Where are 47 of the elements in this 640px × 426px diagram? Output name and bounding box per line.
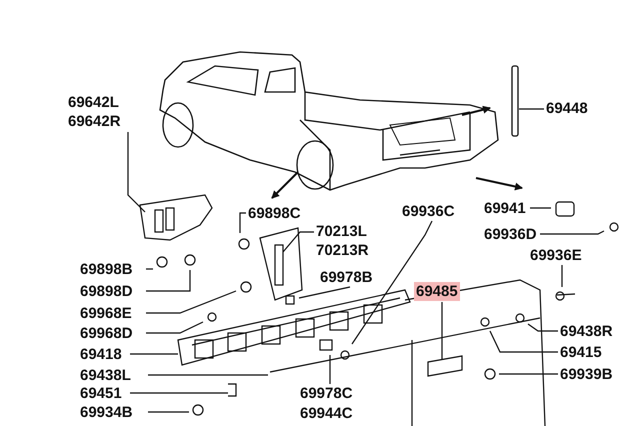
- leader-line: [352, 220, 433, 344]
- part-number: 69978C: [300, 384, 353, 403]
- part-number: 69939B: [560, 365, 613, 384]
- leader-line: [282, 231, 314, 252]
- part-number: 69936C: [402, 202, 455, 221]
- part-number: 69448: [546, 99, 588, 118]
- leader-line: [329, 355, 331, 384]
- leader-line: [130, 353, 178, 355]
- part-number: 69418: [80, 345, 122, 364]
- part-number: 69944C: [300, 404, 353, 423]
- leader-line: [561, 265, 563, 287]
- leader-line: [530, 207, 551, 209]
- part-number: 69941: [484, 199, 526, 218]
- part-number: 69642L: [68, 93, 120, 112]
- leader-line: [146, 290, 236, 314]
- leader-line: [146, 270, 191, 292]
- part-number: 69485: [414, 282, 460, 301]
- leader-line: [148, 374, 268, 376]
- part-number: 70213R: [316, 241, 369, 260]
- part-number: 69438L: [80, 366, 131, 385]
- leader-line: [519, 108, 544, 110]
- leader-line: [540, 230, 604, 235]
- leader-line: [441, 302, 443, 359]
- leader-line: [298, 286, 350, 299]
- leader-line: [146, 268, 153, 270]
- part-number: 69898C: [248, 204, 301, 223]
- leader-line: [239, 212, 246, 233]
- leader-line: [528, 324, 558, 332]
- part-number: 70213L: [316, 222, 368, 241]
- part-number: 69936E: [530, 246, 582, 265]
- part-number: 69898D: [80, 282, 133, 301]
- part-number: 69438R: [560, 322, 613, 341]
- leader-line: [130, 392, 228, 394]
- leader-line: [127, 132, 146, 212]
- part-number: 69968D: [80, 324, 133, 343]
- leader-line: [489, 330, 558, 353]
- leader-line: [148, 411, 189, 413]
- part-number: 69934B: [80, 403, 133, 422]
- leader-line: [146, 321, 204, 334]
- part-number: 69898B: [80, 260, 133, 279]
- part-number: 69642R: [68, 112, 121, 131]
- part-number: 69968E: [80, 304, 132, 323]
- part-number: 69978B: [320, 268, 373, 287]
- leader-line: [499, 373, 558, 375]
- part-number: 69451: [80, 384, 122, 403]
- part-number: 69415: [560, 343, 602, 362]
- part-number: 69936D: [484, 225, 537, 244]
